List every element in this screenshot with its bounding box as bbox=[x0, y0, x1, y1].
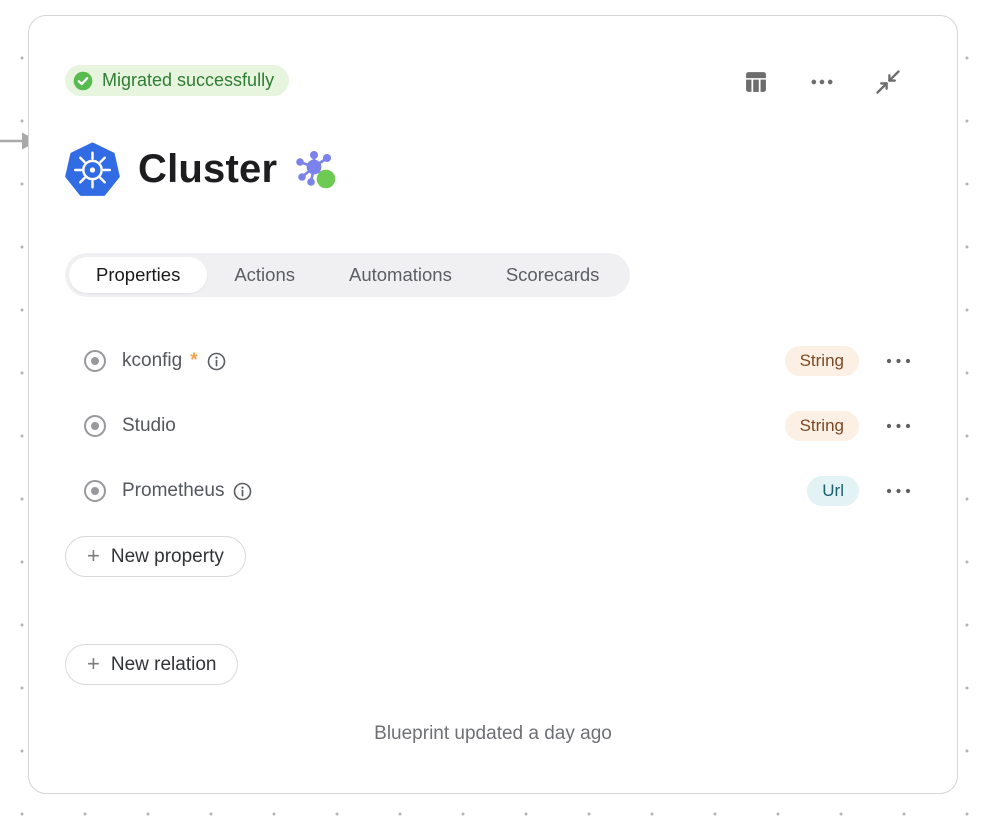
tab-automations[interactable]: Automations bbox=[322, 257, 479, 293]
property-type-badge: Url bbox=[807, 476, 859, 506]
tab-bar: Properties Actions Automations Scorecard… bbox=[65, 253, 631, 297]
new-property-label: New property bbox=[110, 545, 224, 567]
property-radio-icon bbox=[84, 415, 106, 437]
status-badge: Migrated successfully bbox=[65, 65, 290, 96]
property-name: kconfig bbox=[122, 350, 183, 371]
card-header: Cluster bbox=[65, 142, 337, 197]
property-name: Studio bbox=[122, 415, 176, 436]
property-radio-icon bbox=[84, 480, 106, 502]
tab-scorecards[interactable]: Scorecards bbox=[479, 257, 627, 293]
page-title: Cluster bbox=[138, 147, 278, 191]
collapse-icon[interactable] bbox=[874, 68, 902, 96]
table-columns-icon[interactable] bbox=[742, 68, 770, 96]
required-asterisk: * bbox=[190, 350, 198, 371]
more-options-icon[interactable] bbox=[808, 68, 836, 96]
properties-list: kconfig * String Studio String bbox=[84, 344, 912, 539]
graph-view-icon[interactable] bbox=[295, 150, 337, 190]
tab-properties[interactable]: Properties bbox=[69, 257, 208, 293]
new-property-button[interactable]: + New property bbox=[65, 536, 246, 577]
new-relation-label: New relation bbox=[110, 653, 217, 675]
row-menu-icon[interactable] bbox=[885, 487, 912, 495]
check-circle-icon bbox=[73, 71, 93, 90]
blueprint-node-card: Migrated successfully bbox=[28, 15, 958, 794]
property-type-badge: String bbox=[784, 346, 859, 376]
property-row: kconfig * String bbox=[84, 344, 912, 378]
new-relation-button[interactable]: + New relation bbox=[65, 644, 239, 685]
row-menu-icon[interactable] bbox=[885, 422, 912, 430]
property-name: Prometheus bbox=[122, 480, 225, 501]
row-menu-icon[interactable] bbox=[885, 357, 912, 365]
blueprint-updated-status: Blueprint updated a day ago bbox=[374, 723, 612, 744]
plus-icon: + bbox=[87, 650, 100, 676]
status-badge-label: Migrated successfully bbox=[102, 70, 275, 90]
info-icon[interactable] bbox=[233, 482, 252, 501]
property-type-badge: String bbox=[784, 411, 859, 441]
card-toolbar bbox=[742, 68, 902, 96]
info-icon[interactable] bbox=[207, 352, 226, 371]
kubernetes-icon bbox=[65, 142, 120, 196]
plus-icon: + bbox=[87, 542, 100, 568]
property-row: Studio String bbox=[84, 409, 912, 443]
property-row: Prometheus Url bbox=[84, 474, 912, 508]
property-radio-icon bbox=[84, 350, 106, 372]
tab-actions[interactable]: Actions bbox=[207, 257, 322, 293]
